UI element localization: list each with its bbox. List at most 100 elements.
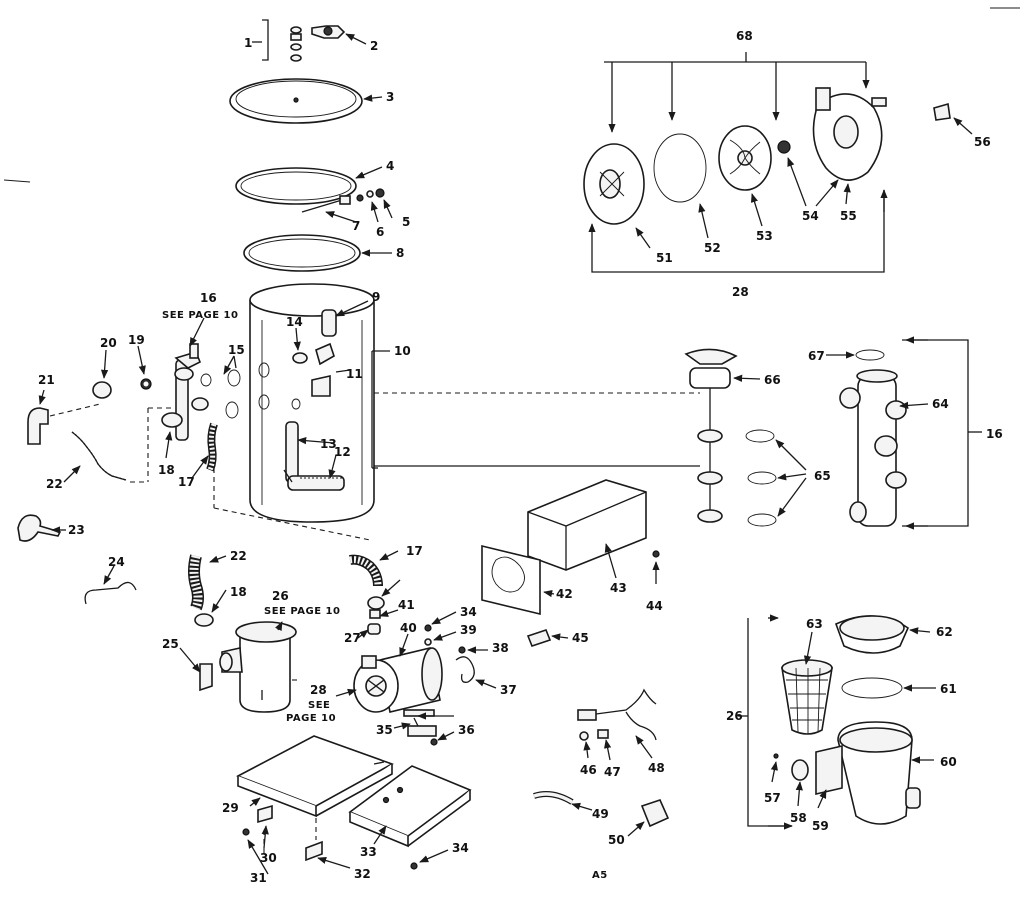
callout-28-motor: 28: [310, 683, 327, 697]
callout-67: 67: [808, 349, 825, 363]
callout-6: 6: [376, 225, 384, 239]
callout-20: 20: [100, 336, 117, 350]
callout-56: 56: [974, 135, 991, 149]
pump-internals: [583, 52, 973, 273]
switch-50: [627, 799, 670, 837]
callout-32: 32: [354, 867, 371, 881]
callout-59: 59: [812, 819, 829, 833]
note-see-page-16: SEE PAGE 10: [162, 310, 238, 321]
callout-21: 21: [38, 373, 55, 387]
connector-45: [526, 629, 569, 647]
strainer-pot-assembly: [738, 614, 936, 830]
callout-45: 45: [572, 631, 589, 645]
callout-8: 8: [396, 246, 404, 260]
base-plates: [236, 735, 472, 875]
callout-63: 63: [806, 617, 823, 631]
callout-52: 52: [704, 241, 721, 255]
callout-66: 66: [764, 373, 781, 387]
callout-44: 44: [646, 599, 663, 613]
callout-35: 35: [376, 723, 393, 737]
callout-1: 1: [244, 36, 252, 50]
callout-labels: 1 2 3 4 5 6 7 8 9 10 11 12 13 14 15 16 1…: [38, 29, 1003, 885]
callout-10: 10: [394, 344, 411, 358]
callout-68: 68: [736, 29, 753, 43]
callout-39: 39: [460, 623, 477, 637]
page-code: A5: [592, 870, 608, 881]
callout-9: 9: [372, 290, 380, 304]
callout-46: 46: [580, 763, 597, 777]
wire-clip: [84, 565, 137, 605]
callout-27: 27: [344, 631, 361, 645]
callout-17-low: 17: [406, 544, 423, 558]
pump-motor: [335, 609, 443, 717]
callout-48: 48: [648, 761, 665, 775]
callout-11: 11: [346, 367, 363, 381]
drain-tube: [533, 791, 593, 811]
callout-23: 23: [68, 523, 85, 537]
callout-24: 24: [108, 555, 125, 569]
callout-22-left: 22: [46, 477, 63, 491]
callout-16-top: 16: [200, 291, 217, 305]
callout-14: 14: [286, 315, 303, 329]
callout-5: 5: [402, 215, 410, 229]
callout-19: 19: [128, 333, 145, 347]
lower-hoses: [188, 550, 401, 627]
callout-40: 40: [400, 621, 417, 635]
motor-hardware: [393, 611, 497, 746]
motor-cover: [481, 479, 660, 616]
callout-28-top: 28: [732, 285, 749, 299]
callout-16-right: 16: [986, 427, 1003, 441]
callout-2: 2: [370, 39, 378, 53]
callout-36: 36: [458, 723, 475, 737]
callout-62: 62: [936, 625, 953, 639]
note-see-28-line1: SEE: [308, 700, 330, 711]
callout-55: 55: [840, 209, 857, 223]
callout-25: 25: [162, 637, 179, 651]
callout-58: 58: [790, 811, 807, 825]
callout-34-top: 34: [460, 605, 477, 619]
callout-15: 15: [228, 343, 245, 357]
callout-51: 51: [656, 251, 673, 265]
callout-22-low: 22: [230, 549, 247, 563]
note-see-page-26: SEE PAGE 10: [264, 606, 340, 617]
air-relief-valve-parts: [252, 19, 367, 62]
callout-43: 43: [610, 581, 627, 595]
callout-4: 4: [386, 159, 394, 173]
callout-33: 33: [360, 845, 377, 859]
spanner-wrench: [17, 514, 66, 542]
callout-18-left: 18: [158, 463, 175, 477]
callout-60: 60: [940, 755, 957, 769]
callout-31: 31: [250, 871, 267, 885]
clamp-band: [235, 166, 393, 223]
scan-mark: [3, 179, 31, 183]
tank-lid: [229, 78, 383, 124]
valve-body: [826, 336, 982, 530]
callout-26-right: 26: [726, 709, 743, 723]
filter-tank: [249, 283, 390, 523]
callout-26-left: 26: [272, 589, 289, 603]
note-see-28-line2: PAGE 10: [286, 713, 336, 724]
callout-12: 12: [334, 445, 351, 459]
callout-42: 42: [556, 587, 573, 601]
strainer-housing-left: [179, 621, 300, 713]
callout-49: 49: [592, 807, 609, 821]
callout-50: 50: [608, 833, 625, 847]
callout-54: 54: [802, 209, 819, 223]
multiport-valve-assembly: [27, 317, 371, 541]
callout-17-left: 17: [178, 475, 195, 489]
callout-13: 13: [320, 437, 337, 451]
callout-47: 47: [604, 765, 621, 779]
tank-o-ring: [243, 234, 392, 272]
callout-41: 41: [398, 598, 415, 612]
callout-38: 38: [492, 641, 509, 655]
callout-18-low: 18: [230, 585, 247, 599]
power-cord: [577, 688, 657, 761]
callout-7: 7: [352, 219, 360, 233]
callout-53: 53: [756, 229, 773, 243]
valve-piston-assembly: [684, 348, 807, 527]
callout-64: 64: [932, 397, 949, 411]
callout-29: 29: [222, 801, 239, 815]
callout-57: 57: [764, 791, 781, 805]
callout-34-low: 34: [452, 841, 469, 855]
